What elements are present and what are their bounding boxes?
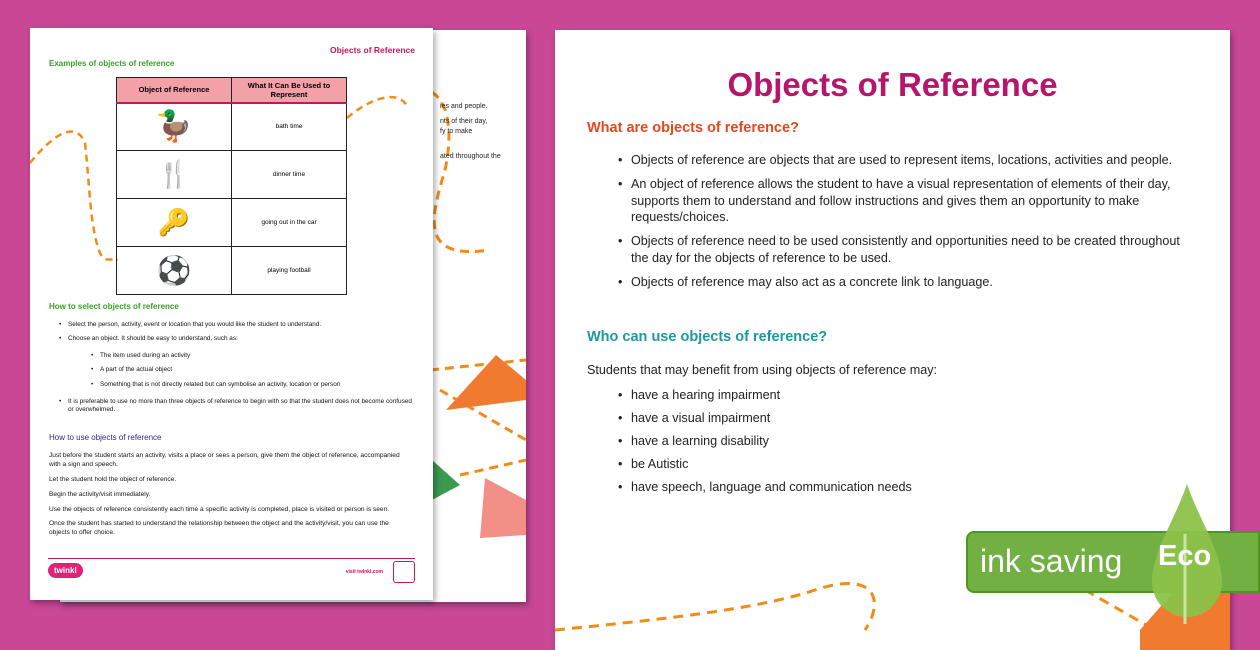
table-row: ⚽playing football	[116, 246, 347, 295]
footer-divider	[48, 558, 415, 559]
list-item: Objects of reference may also act as a c…	[618, 274, 1191, 291]
list-item: have a learning disability	[618, 434, 1191, 449]
column-header: Object of Reference	[116, 77, 232, 104]
leaf-drop-icon	[1152, 484, 1222, 624]
list-item: Objects of reference need to be used con…	[618, 233, 1191, 266]
select-list: Select the person, activity, event or lo…	[59, 321, 408, 350]
front-page: Objects of Reference Examples of objects…	[30, 28, 433, 600]
page-header: Objects of Reference	[329, 45, 415, 55]
column-header: What It Can Be Used to Represent	[231, 77, 347, 104]
list-item: have speech, language and communication …	[618, 480, 1191, 495]
table-row: 🍴dinner time	[116, 150, 347, 199]
page-title: Objects of Reference	[727, 66, 1058, 103]
back-text: ated throughout the	[440, 153, 501, 160]
list-item: An object of reference allows the studen…	[618, 176, 1191, 225]
use-paragraphs: Just before the student starts an activi…	[49, 452, 400, 537]
who-list: have a hearing impairment have a visual …	[618, 388, 1191, 504]
back-text: nts of their day,	[440, 118, 488, 125]
fork-icon: 🍴	[157, 159, 191, 189]
twinkl-logo: twinkl	[48, 563, 83, 578]
football-icon: ⚽	[156, 255, 192, 286]
examples-heading: Examples of objects of reference	[49, 59, 175, 68]
back-text: ies and people.	[440, 103, 488, 110]
what-heading: What are objects of reference?	[587, 120, 799, 136]
table-row: 🦆bath time	[116, 102, 347, 151]
rubber-duck-icon: 🦆	[155, 110, 193, 144]
table-row: 🔑going out in the car	[116, 198, 347, 247]
car-keys-icon: 🔑	[157, 207, 191, 237]
who-intro: Students that may benefit from using obj…	[587, 363, 938, 377]
eco-label: Eco	[1158, 540, 1212, 572]
right-page: Objects of Reference What are objects of…	[555, 30, 1230, 650]
quality-badge-icon	[393, 561, 415, 583]
list-item: Objects of reference are objects that ar…	[618, 152, 1191, 169]
list-item: have a hearing impairment	[618, 388, 1191, 403]
what-list: Objects of reference are objects that ar…	[618, 152, 1191, 299]
list-item: have a visual impairment	[618, 411, 1191, 426]
select-list-last: It is preferable to use no more than thr…	[59, 398, 413, 421]
select-sublist: The item used during an activity A part …	[91, 352, 410, 395]
dashed-line	[30, 95, 410, 262]
list-item: be Autistic	[618, 457, 1191, 472]
ink-saving-text: ink saving	[980, 543, 1123, 579]
use-heading: How to use objects of reference	[49, 433, 162, 442]
select-heading: How to select objects of reference	[49, 302, 179, 311]
back-text: fy to make	[440, 128, 473, 135]
who-heading: Who can use objects of reference?	[587, 329, 828, 345]
visit-link[interactable]: visit twinkl.com	[345, 569, 383, 575]
